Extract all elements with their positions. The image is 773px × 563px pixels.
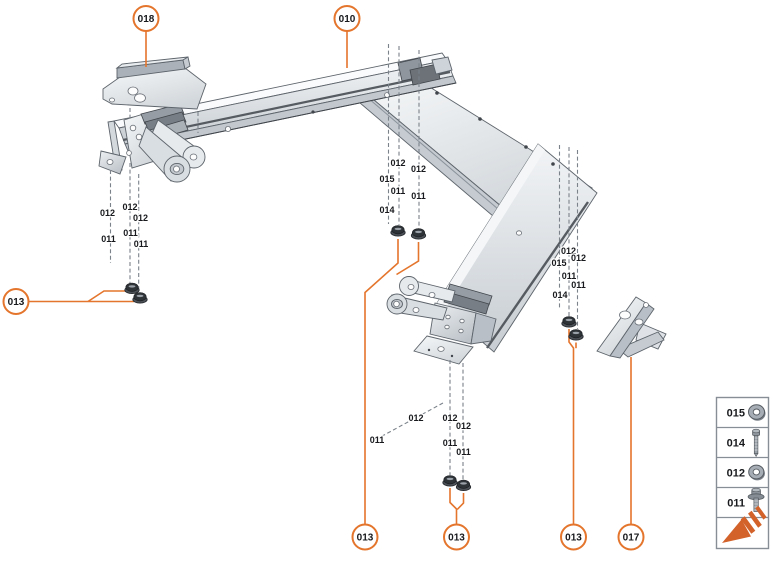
part-label: 014 <box>552 290 567 300</box>
legend-row-011: 011 <box>727 487 765 512</box>
cap-nut-icon <box>390 225 406 237</box>
cap-nut-icon <box>132 292 148 304</box>
part-label: 011 <box>123 228 138 238</box>
washer-icon <box>748 464 765 481</box>
part-label: 011 <box>134 239 149 249</box>
cap-nut-icon <box>410 228 427 240</box>
callout-013-bottom-2[interactable]: 013 <box>443 523 470 551</box>
part-label: 015 <box>551 258 566 268</box>
callout-label: 013 <box>357 533 374 544</box>
beam-end-cap <box>431 56 453 75</box>
callout-017[interactable]: 017 <box>617 523 645 551</box>
part-label: 012 <box>122 202 137 212</box>
cap-nut-icon <box>442 475 458 487</box>
legend-code: 012 <box>727 468 745 480</box>
part-label: 012 <box>408 413 423 423</box>
part-label: 011 <box>562 271 577 281</box>
callout-010[interactable]: 010 <box>333 5 361 32</box>
callout-balloons: 018 010 013 013 013 013 017 <box>2 5 645 551</box>
assembly-direction-arrow-icon <box>722 505 767 543</box>
part-label: 012 <box>133 213 148 223</box>
bracket-side-block <box>470 312 497 345</box>
part-label: 015 <box>379 174 394 184</box>
legend-code: 015 <box>727 408 745 420</box>
part-label: 011 <box>456 447 471 457</box>
callout-013-bottom-3[interactable]: 013 <box>560 523 587 551</box>
cap-nut-icon <box>568 329 584 341</box>
alignment-dashed-lines <box>109 44 579 480</box>
callout-label: 018 <box>138 14 155 25</box>
cap-nut-icon <box>455 479 472 492</box>
plate-017-lip <box>617 331 665 358</box>
fastener-legend: 015 014 012 <box>715 396 770 550</box>
part-label: 012 <box>456 421 471 431</box>
part-label: 012 <box>442 413 457 423</box>
part-label: 011 <box>411 191 426 201</box>
callout-label: 013 <box>8 297 25 308</box>
lower-beam-highlight <box>437 144 545 308</box>
legend-row-014: 014 <box>727 428 761 457</box>
part-label: 012 <box>100 208 115 218</box>
legend-row-015: 015 <box>727 404 766 421</box>
callout-label: 013 <box>448 533 465 544</box>
part-label: 012 <box>390 158 405 168</box>
part-label: 012 <box>571 253 586 263</box>
plate-017-fold <box>609 302 655 359</box>
part-label: 011 <box>571 280 586 290</box>
callout-leader-lines <box>28 31 632 525</box>
part-label: 011 <box>443 438 458 448</box>
legend-code: 011 <box>727 498 745 510</box>
cap-nut-icon <box>561 316 577 328</box>
fastener-part-labels: 012 012 012 011 011 011 012 012 015 011 … <box>99 157 588 459</box>
callout-label: 017 <box>623 533 640 544</box>
bracket-plate-018 <box>102 56 207 110</box>
legend-code: 014 <box>727 438 746 450</box>
cap-nut-icon <box>124 282 140 295</box>
callout-013-left[interactable]: 013 <box>2 288 30 315</box>
washer-icon <box>748 404 766 421</box>
hinge-bracket-bottom <box>386 276 497 365</box>
part-label: 011 <box>101 234 116 244</box>
callout-label: 013 <box>565 533 582 544</box>
part-label: 014 <box>379 205 394 215</box>
callout-018[interactable]: 018 <box>132 5 160 32</box>
callout-label: 010 <box>339 14 356 25</box>
legend-row-012: 012 <box>727 464 765 481</box>
part-label: 012 <box>411 164 426 174</box>
screw-icon <box>752 428 761 457</box>
plate-018-flange-end <box>182 56 191 70</box>
hinge-bracket-left <box>98 103 206 183</box>
part-label: 012 <box>561 246 576 256</box>
beam-end-step-dark <box>409 63 441 86</box>
part-label: 011 <box>370 435 385 445</box>
part-label: 011 <box>391 186 406 196</box>
flange-bolt-icon <box>747 487 765 512</box>
bracket-plate-017 <box>596 296 667 359</box>
callout-013-bottom-1[interactable]: 013 <box>351 523 379 551</box>
